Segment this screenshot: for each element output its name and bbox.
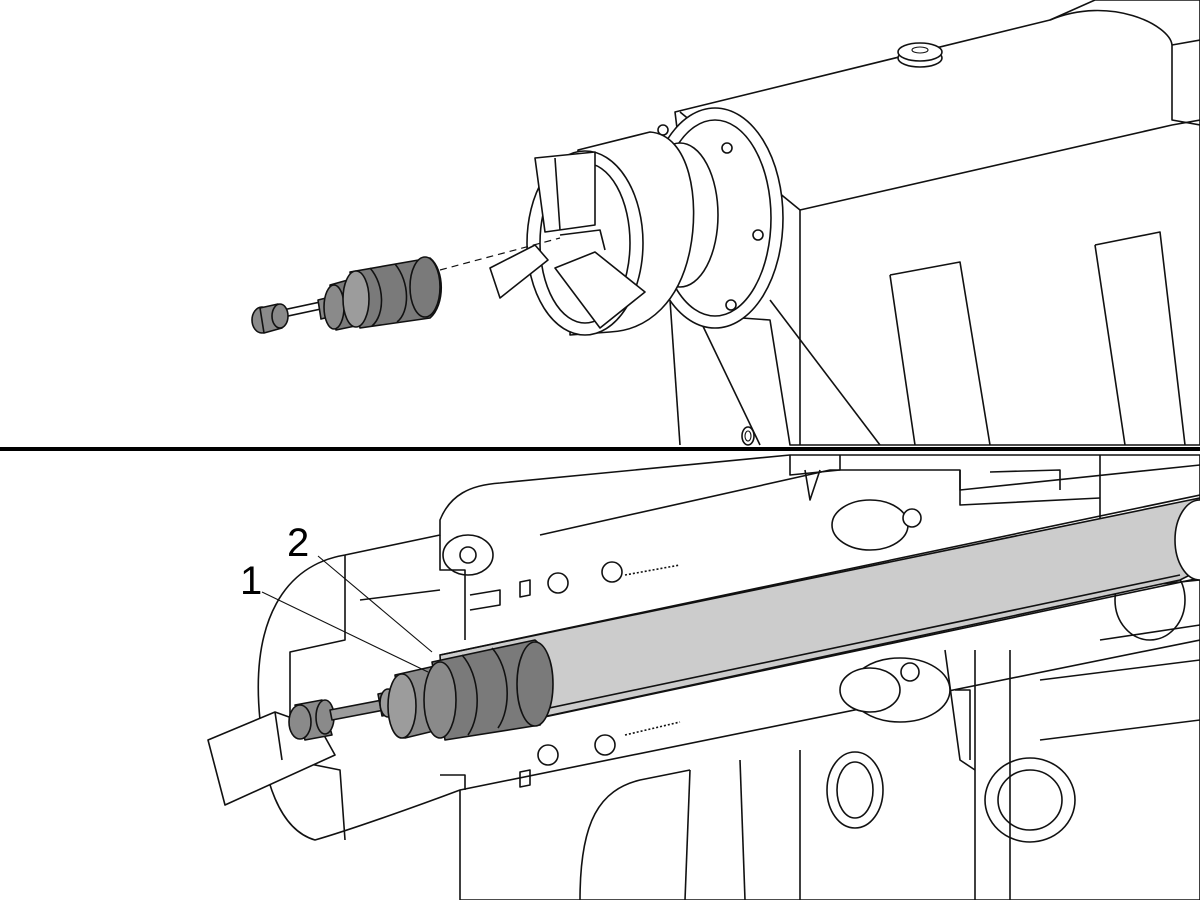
alignment-dashed-line <box>439 237 561 271</box>
top-panel-exploded-view <box>251 0 1200 446</box>
callout-2-leader <box>317 555 433 653</box>
spindle-head-housing <box>669 0 1200 446</box>
callout-1-label: 1 <box>240 559 262 603</box>
spindle-bore <box>439 494 1200 739</box>
chuck-body <box>489 131 695 336</box>
bottom-panel-section-view: 1 2 <box>207 454 1200 900</box>
callout-2-label: 2 <box>287 521 309 565</box>
tool-assembly-exploded <box>251 256 442 334</box>
tool-assembly-installed <box>288 639 554 741</box>
callout-1-leader <box>261 591 429 673</box>
